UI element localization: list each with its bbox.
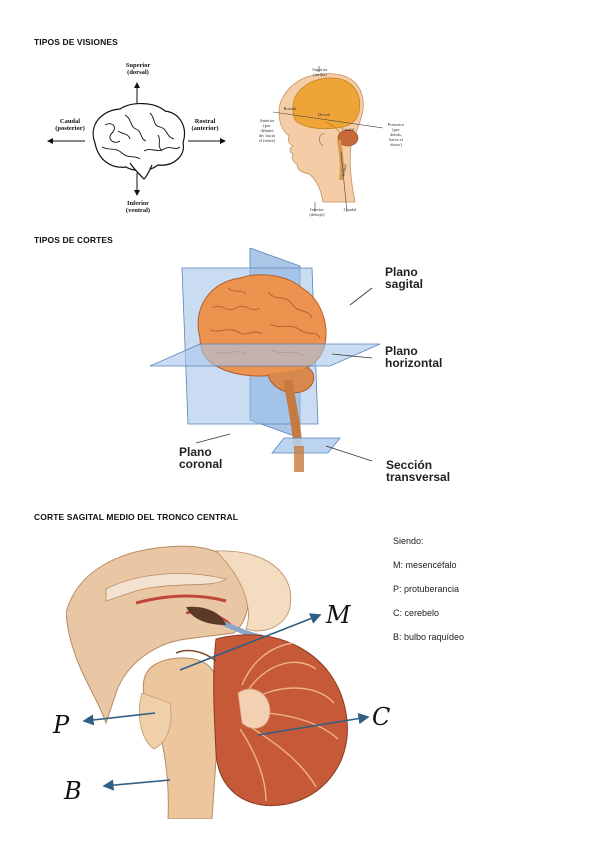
head-profile-diagram [272, 66, 384, 213]
annotation-p: P [53, 711, 70, 739]
arrow-p [82, 712, 156, 726]
legend-item: P: protuberancia [393, 584, 460, 594]
legend-item: C: cerebelo [393, 608, 440, 618]
views-title: TIPOS DE VISIONES [34, 37, 118, 47]
cuts-title: TIPOS DE CORTES [34, 235, 113, 245]
label-superior: Superior(dorsal) [125, 62, 151, 76]
head-label-superior: Superior(arriba) [312, 67, 328, 77]
legend-item: B: bulbo raquídeo [393, 632, 465, 642]
horizontal-plane [149, 343, 381, 367]
cerebellum [213, 634, 348, 807]
legend-intro: Siendo: [393, 536, 424, 546]
annotation-m: M [326, 601, 351, 629]
brain-outline [92, 103, 186, 180]
brain-directions-diagram [47, 82, 226, 196]
annotation-arrows [82, 613, 370, 791]
head-label-rostral: Rostral [283, 106, 297, 111]
label-inferior: Inferior(ventral) [125, 200, 151, 214]
annotation-c: C [372, 703, 391, 731]
arrow-b [102, 779, 171, 791]
sagittal-title: CORTE SAGITAL MEDIO DEL TRONCO CENTRAL [34, 512, 239, 522]
legend: Siendo: M: mesencéfalo P: protuberancia … [393, 536, 563, 642]
brain-planes-diagram [149, 248, 381, 472]
head-label-inferior: Inferior(debajo) [309, 207, 325, 217]
brainstem-sagittal-illustration [66, 545, 348, 819]
head-cerebellum [337, 129, 359, 147]
arrow-c [257, 713, 370, 736]
head-label-caudal: Caudal [343, 207, 357, 212]
head-brain [292, 77, 361, 130]
head-label-dorsal: Dorsal [318, 112, 330, 117]
head-label-caudal-side: Caudal [341, 127, 355, 132]
label-caudal: Caudal(posterior) [55, 118, 85, 132]
transverse-plane [271, 437, 341, 454]
annotation-b: B [64, 777, 82, 805]
label-rostral: Rostral(anterior) [191, 118, 219, 132]
legend-item: M: mesencéfalo [393, 560, 457, 570]
arrow-m [179, 613, 322, 671]
